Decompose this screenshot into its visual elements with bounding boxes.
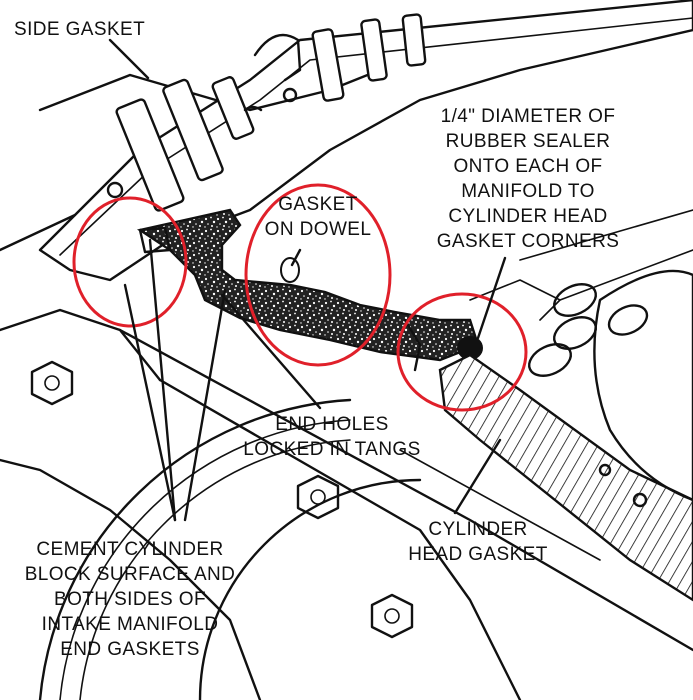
dowel-line-1: GASKET [278,194,357,215]
cylinder-bore-arcs [38,398,422,700]
highlight-circle-dowel [244,183,392,367]
end-holes-line-2: LOCKED IN TANGS [243,439,420,460]
cylinder-head-gasket [438,269,693,602]
cement-line-1: CEMENT CYLINDER [36,539,223,560]
label-end-holes: END HOLES LOCKED IN TANGS [243,414,420,460]
label-gasket-on-dowel: GASKET ON DOWEL [265,194,372,240]
head-gasket-line-2: HEAD GASKET [408,544,548,565]
cement-line-2: BLOCK SURFACE AND [25,564,236,585]
head-gasket-line-1: CYLINDER [428,519,527,540]
side-gasket-text: SIDE GASKET [14,19,145,40]
dowel-line-2: ON DOWEL [265,219,372,240]
sealer-line-2: RUBBER SEALER [446,131,611,152]
sealer-line-1: 1/4" DIAMETER OF [441,106,616,127]
label-side-gasket: SIDE GASKET [14,19,145,40]
sealer-line-5: CYLINDER HEAD [448,206,607,227]
sealer-line-6: GASKET CORNERS [437,231,620,252]
cement-line-3: BOTH SIDES OF [54,589,206,610]
highlight-circles [72,183,528,412]
cement-line-4: INTAKE MANIFOLD [42,614,219,635]
label-cylinder-head-gasket: CYLINDER HEAD GASKET [408,519,548,565]
bolt-head-lower [370,593,414,639]
label-cement: CEMENT CYLINDER BLOCK SURFACE AND BOTH S… [25,539,236,660]
label-rubber-sealer: 1/4" DIAMETER OF RUBBER SEALER ONTO EACH… [437,106,620,252]
sealer-line-4: MANIFOLD TO [461,181,595,202]
bolt-head-center [296,474,340,520]
sealer-line-3: ONTO EACH OF [453,156,602,177]
engine-block-outline [0,68,693,700]
cement-line-5: END GASKETS [60,639,200,660]
highlight-circle-right-corner [396,292,528,412]
highlight-circle-left-corner [72,196,188,328]
rubber-sealer-dab [457,336,483,360]
leader-lines [108,38,507,522]
bolt-head-left [30,360,74,406]
end-holes-line-1: END HOLES [275,414,388,435]
